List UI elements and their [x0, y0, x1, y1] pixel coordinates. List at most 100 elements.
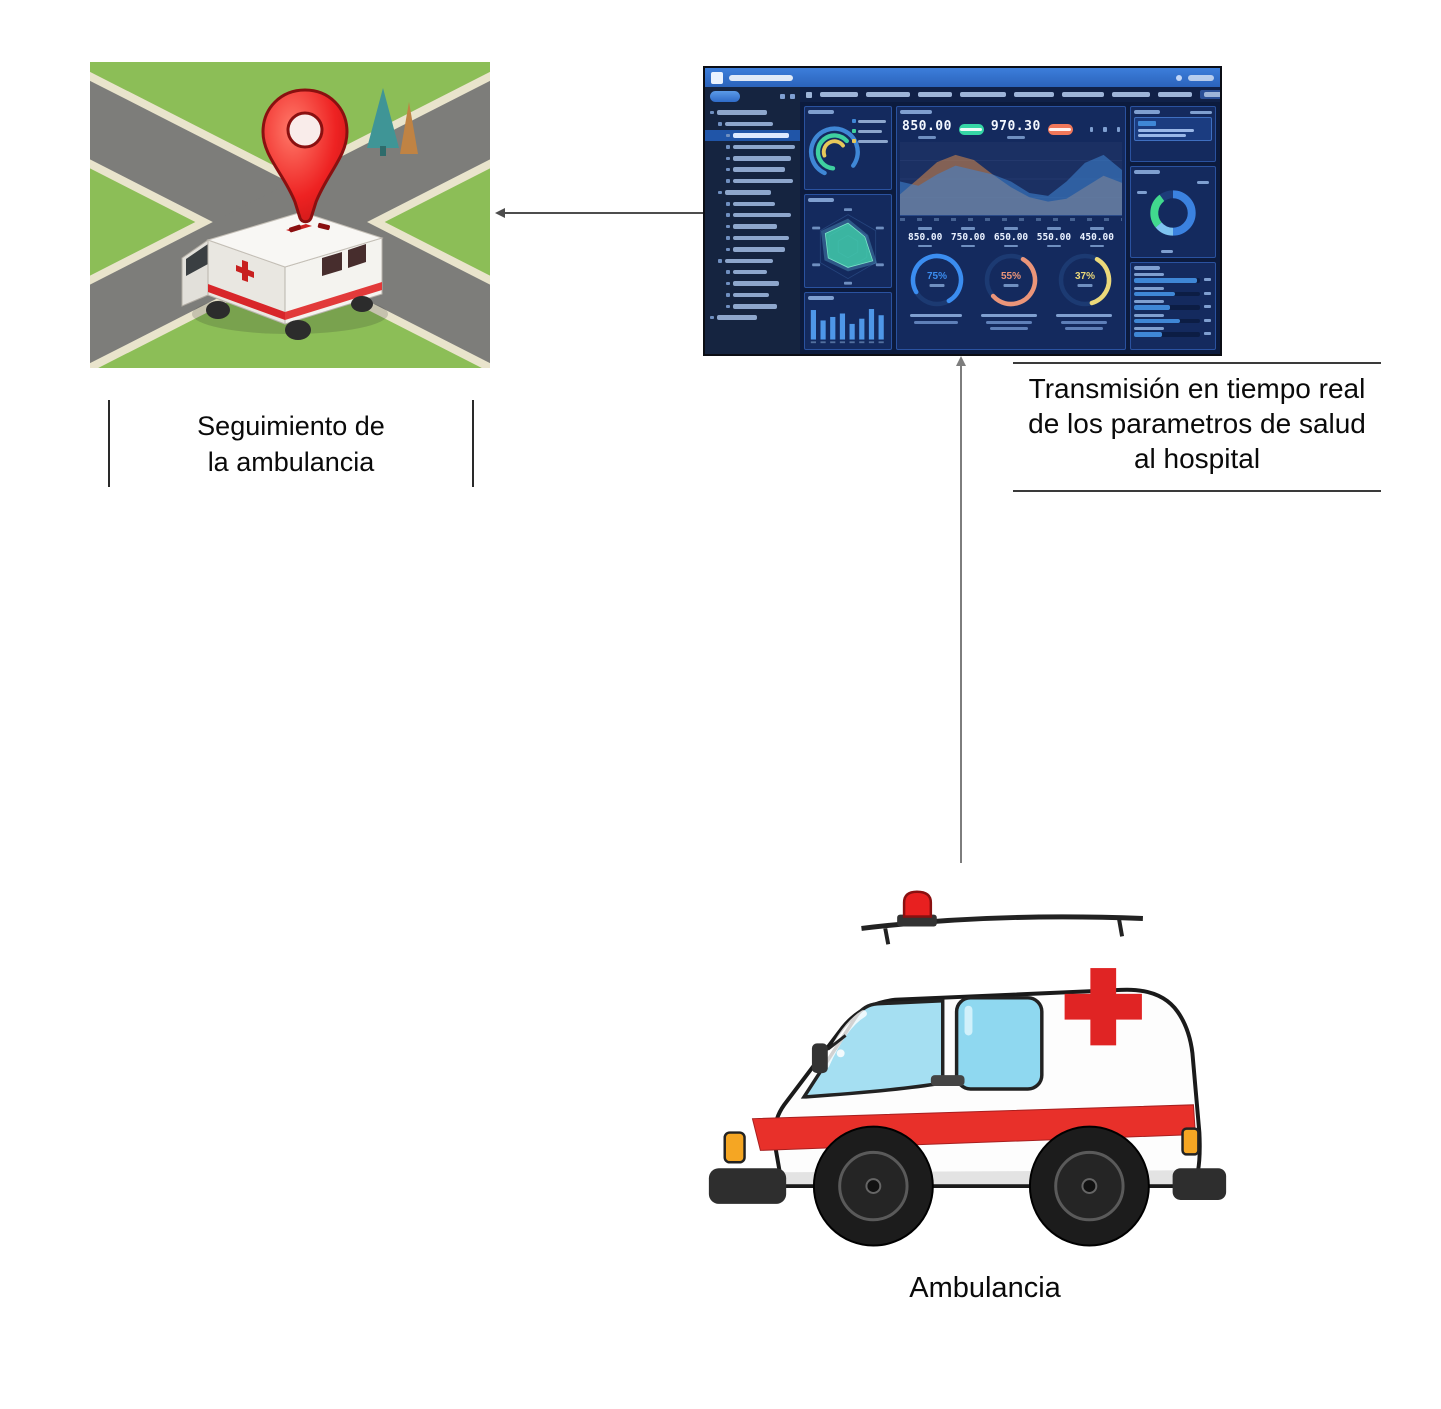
progress-row	[1134, 313, 1212, 323]
collapse-icon[interactable]	[790, 94, 795, 99]
radar-chart	[812, 208, 884, 285]
dashboard-sidebar	[705, 87, 800, 354]
progress-card	[1130, 262, 1216, 350]
app-logo-icon	[711, 71, 723, 84]
bar-chart-card	[804, 292, 892, 350]
ambulance-svg	[708, 890, 1227, 1247]
sidebar-tree-item[interactable]	[705, 187, 800, 198]
dashboard-stat: 550.00	[1037, 225, 1071, 249]
gauge-captions	[900, 309, 1122, 330]
stat-value: 850.00	[902, 119, 952, 134]
front-bumper	[708, 1168, 787, 1204]
map-caption-box: Seguimiento de la ambulancia	[108, 400, 474, 487]
dashboard-caption-box: Transmisión en tiempo real de los parame…	[1013, 362, 1381, 492]
progress-row	[1134, 286, 1212, 296]
ambulance-illustration	[695, 885, 1240, 1285]
sidebar-tree-item[interactable]	[705, 118, 800, 129]
info-card	[1130, 106, 1216, 162]
gauge-caption-lines	[980, 314, 1037, 330]
user-chip[interactable]	[1188, 74, 1214, 81]
date-placeholder	[1190, 111, 1212, 114]
dashboard-tab[interactable]	[866, 92, 910, 97]
location-pin-icon	[261, 88, 349, 233]
bell-icon[interactable]	[1176, 74, 1182, 81]
sidebar-tree-item[interactable]	[705, 278, 800, 289]
sidebar-tree-item[interactable]	[705, 153, 800, 164]
sidebar-tree-item[interactable]	[705, 266, 800, 277]
main-monitor-card: 850.00 970.30	[896, 106, 1126, 350]
app-title-placeholder	[729, 74, 793, 81]
arc-legend	[852, 119, 888, 143]
gauge-caption-lines	[1056, 314, 1113, 330]
sidebar-tree-item[interactable]	[705, 164, 800, 175]
sidebar-tree-item[interactable]	[705, 221, 800, 232]
sidebar-tree-item[interactable]	[705, 232, 800, 243]
donut-chart	[1150, 190, 1196, 236]
sidebar-tree	[705, 107, 800, 323]
isometric-ambulance	[181, 211, 388, 340]
ambulance-tracking-map-image	[90, 62, 490, 368]
dashboard-tab[interactable]	[1112, 92, 1150, 97]
chart-toggle-icon[interactable]	[1103, 126, 1107, 132]
sidebar-logo	[710, 91, 740, 102]
dashboard-tab[interactable]	[918, 92, 952, 97]
menu-icon[interactable]	[806, 91, 812, 98]
dashboard-header	[705, 68, 1220, 87]
chart-toggle-icon[interactable]	[1116, 126, 1121, 132]
sidebar-tree-item[interactable]	[705, 255, 800, 266]
map-caption-line: la ambulancia	[207, 447, 375, 477]
arrowhead-left-icon	[495, 208, 505, 218]
dashboard-tab[interactable]	[1062, 92, 1104, 97]
sidebar-tree-item[interactable]	[705, 289, 800, 300]
red-cross-icon	[1064, 968, 1142, 1046]
front-wheel	[812, 1125, 934, 1247]
sidebar-tree-item[interactable]	[705, 198, 800, 209]
radar-card	[804, 194, 892, 288]
x-axis-labels-placeholder	[900, 218, 1122, 221]
dashboard-tabbar	[800, 87, 1220, 102]
beacon-light	[902, 890, 933, 918]
sidebar-tree-item[interactable]	[705, 244, 800, 255]
sidebar-tree-item[interactable]	[705, 312, 800, 323]
progress-row	[1134, 273, 1212, 283]
dashboard-tab[interactable]	[1014, 92, 1054, 97]
hospital-dashboard-screenshot: 850.00 970.30	[703, 66, 1222, 356]
sidebar-tree-item[interactable]	[705, 175, 800, 186]
door-handle	[930, 1075, 965, 1086]
sidebar-tree-item[interactable]	[705, 129, 800, 142]
dashboard-stat: 850.00	[908, 225, 942, 249]
dashboard-tab[interactable]	[960, 92, 1006, 97]
area-chart	[900, 154, 1122, 216]
sidebar-tree-item[interactable]	[705, 107, 800, 118]
tree-icon	[367, 88, 418, 156]
gauge-caption-lines	[909, 314, 962, 330]
arrow-ambulance-to-dashboard	[956, 356, 966, 863]
rear-wheel	[1028, 1125, 1150, 1247]
sidebar-tree-item[interactable]	[705, 210, 800, 221]
dashboard-caption-line: Transmisión en tiempo real	[1028, 373, 1366, 404]
rear-indicator	[1181, 1127, 1200, 1156]
stat-value: 970.30	[990, 119, 1041, 134]
gauge-ring: 75%	[906, 253, 968, 309]
dashboard-tab[interactable]	[1200, 90, 1220, 99]
dashboard-stat: 750.00	[951, 225, 985, 249]
gauge-ring: 37%	[1054, 253, 1116, 309]
dashboard-caption-line: de los parametros de salud	[1028, 408, 1366, 439]
ambulance-caption: Ambulancia	[909, 1272, 1061, 1304]
sidebar-tree-item[interactable]	[705, 301, 800, 312]
bar-chart	[810, 309, 884, 344]
progress-list	[1134, 273, 1212, 337]
search-icon[interactable]	[780, 94, 785, 99]
dashboard-top-stats: 850.00 970.30	[900, 117, 1122, 139]
map-caption-line: Seguimiento de	[197, 411, 385, 441]
arc-rings-chart	[808, 126, 860, 178]
dashboard-tab[interactable]	[820, 92, 858, 97]
sidebar-tree-item[interactable]	[705, 141, 800, 152]
progress-row	[1134, 327, 1212, 337]
donut-card	[1130, 166, 1216, 258]
dashboard-tab[interactable]	[1158, 92, 1192, 97]
chart-toggle-icon[interactable]	[1089, 126, 1094, 132]
dashboard-stat: 650.00	[994, 225, 1028, 249]
